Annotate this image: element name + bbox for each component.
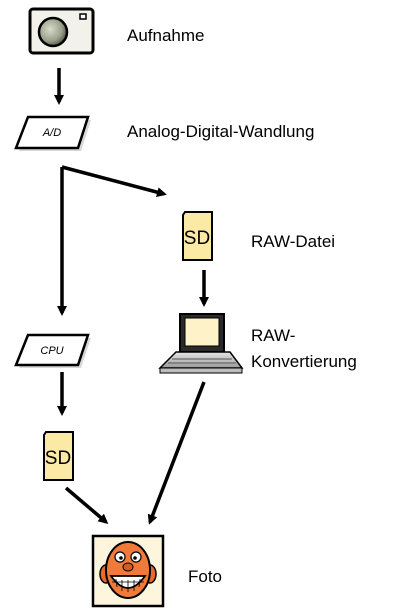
arrow-laptop-to-foto [147,381,206,525]
cpu-chip-label: CPU [40,345,63,357]
ad-converter-chip-icon: A/D [14,115,91,151]
arrows [54,68,209,525]
sd-label: SD [45,448,71,469]
sd-card-icon-raw: SD [182,211,213,261]
label-raw-konvertierung-line1: RAW- [251,326,296,345]
sd-label-raw: SD [184,228,210,249]
photo-face-icon [91,534,165,608]
label-raw-datei: RAW-Datei [251,232,336,251]
laptop-icon [158,313,244,374]
arrow-sd-to-foto [64,486,109,524]
camera-icon [28,7,95,55]
cpu-chip-icon: CPU [14,333,91,368]
arrow-ad-to-raw-datei [61,165,167,198]
sd-card-icon: SD [43,431,74,481]
label-raw-konvertierung-line2: Konvertierung [251,352,357,371]
label-foto: Foto [188,567,223,586]
ad-chip-label: A/D [42,127,61,139]
label-aufnahme: Aufnahme [127,26,205,45]
label-analog-digital-wandlung: Analog-Digital-Wandlung [127,122,315,141]
